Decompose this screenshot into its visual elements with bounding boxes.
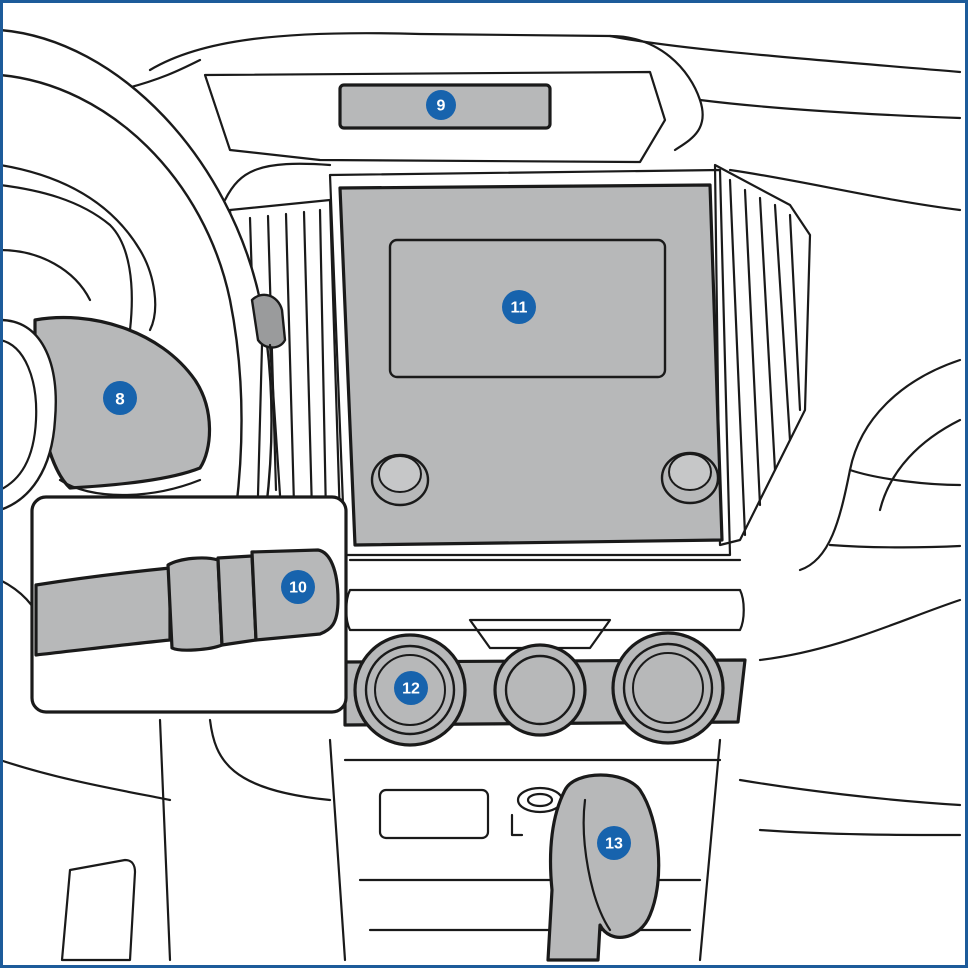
badge-number: 13 <box>605 836 623 853</box>
callout-badge-8: 8 <box>103 381 137 415</box>
volume-knob <box>372 455 428 505</box>
badge-number: 10 <box>289 580 307 597</box>
badge-number: 9 <box>437 98 446 115</box>
infotainment-unit <box>330 170 730 555</box>
badge-number: 12 <box>402 681 420 698</box>
callout-badge-11: 11 <box>502 290 536 324</box>
callout-badge-12: 12 <box>394 671 428 705</box>
fan-dial-center <box>495 645 585 735</box>
wiper-stalk-inset <box>32 497 346 712</box>
temperature-dial-right <box>613 633 723 743</box>
gear-shifter <box>548 775 659 960</box>
badge-number: 8 <box>115 390 124 409</box>
badge-number: 11 <box>511 300 528 317</box>
wiper-stalk-body <box>36 568 170 655</box>
callout-badge-9: 9 <box>426 90 456 120</box>
callout-badge-13: 13 <box>597 826 631 860</box>
tuning-knob <box>662 453 718 503</box>
callout-badge-10: 10 <box>281 570 315 604</box>
